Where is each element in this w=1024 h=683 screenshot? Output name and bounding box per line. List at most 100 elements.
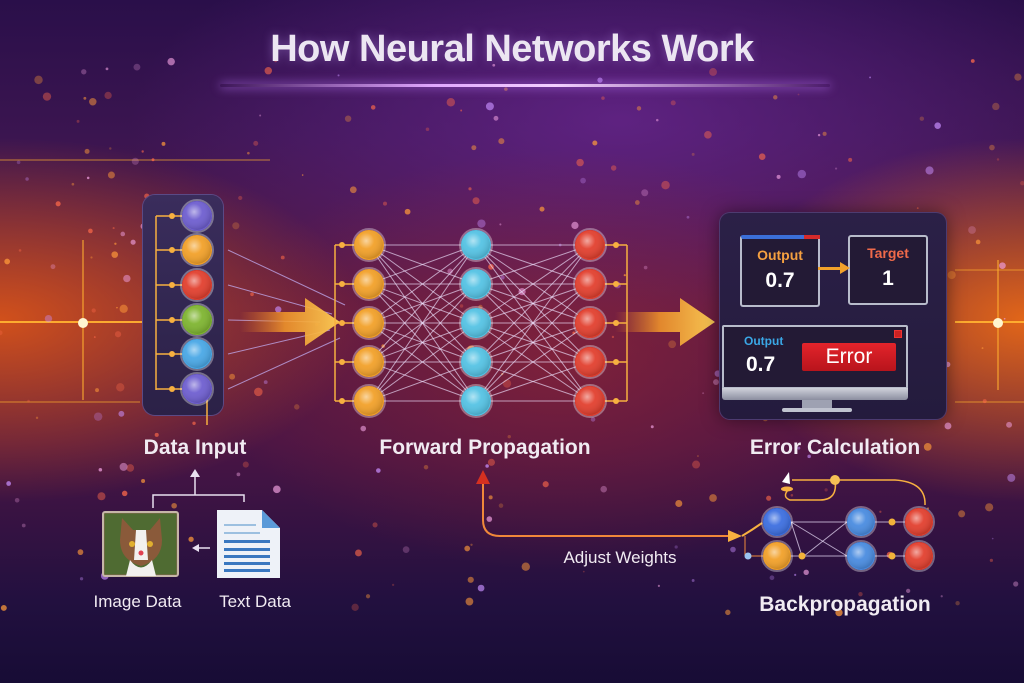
network-edge	[475, 244, 591, 363]
bokeh-dot	[521, 562, 530, 571]
bokeh-dot	[656, 118, 659, 122]
bokeh-dot	[71, 182, 75, 186]
bokeh-dot	[985, 503, 994, 512]
arrow-to-network	[240, 298, 340, 346]
bokeh-dot	[970, 59, 975, 63]
cat-blaze	[134, 530, 148, 560]
monitor-base	[722, 388, 908, 400]
light-flare	[993, 318, 1003, 328]
bokeh-dot	[650, 425, 654, 429]
input-node-red-ring	[180, 268, 214, 302]
network-node-input-ring	[352, 384, 386, 418]
network-node-input-ring	[352, 228, 386, 262]
bokeh-dot	[460, 109, 463, 112]
bokeh-dot	[238, 195, 243, 201]
input-node-blue-gloss	[183, 340, 211, 368]
network-node-output-gloss	[576, 387, 604, 415]
network-node-input-gloss	[355, 309, 383, 337]
bokeh-dot	[597, 77, 603, 83]
bokeh-dot	[280, 255, 285, 260]
network-edge	[368, 244, 477, 324]
network-edge	[475, 244, 591, 402]
bokeh-dot	[151, 158, 155, 162]
network-node-input-ring	[352, 267, 386, 301]
bokeh-dot	[824, 488, 828, 492]
bokeh-dot	[126, 464, 135, 472]
network-node-hidden-gloss	[462, 270, 490, 298]
bokeh-dot	[1006, 421, 1013, 428]
bokeh-dot	[93, 412, 103, 421]
network-out-dot	[613, 398, 619, 404]
bokeh-dot	[131, 157, 139, 165]
bokeh-dot	[996, 158, 1000, 161]
input-node-green-ring	[180, 303, 214, 337]
network-node-input-ring	[352, 345, 386, 379]
input-node-purple-ring	[180, 199, 214, 233]
bokeh-dot	[84, 148, 90, 154]
bokeh-dot	[807, 454, 811, 459]
light-flare	[78, 318, 88, 328]
bokeh-dot	[294, 404, 300, 410]
output-label: Output	[757, 247, 803, 263]
network-edge	[368, 244, 477, 285]
bokeh-dot	[6, 481, 12, 486]
bokeh-dot	[109, 147, 112, 150]
backprop-link	[741, 522, 763, 537]
bokeh-dot	[975, 239, 981, 245]
network-node-hidden-ring	[459, 267, 493, 301]
bokeh-dot	[766, 495, 772, 501]
bokeh-dot	[797, 93, 800, 96]
bokeh-dot	[477, 219, 486, 228]
bp-edge	[790, 521, 848, 557]
bokeh-dot	[107, 171, 115, 179]
compare-arrow-head	[840, 262, 850, 274]
network-node-output-ring	[573, 384, 607, 418]
bokeh-dot	[858, 591, 863, 597]
bokeh-dot	[465, 597, 474, 606]
output-value: 0.7	[765, 269, 795, 292]
network-in-dot	[339, 281, 345, 287]
network-edge	[475, 283, 591, 402]
target-box: Target 1	[848, 235, 928, 305]
bokeh-dot	[77, 549, 84, 556]
network-edge	[475, 244, 591, 324]
network-node-output-ring	[573, 345, 607, 379]
bokeh-dot	[869, 76, 871, 79]
input-node-purple-gloss	[183, 375, 211, 403]
bp-edge	[803, 521, 848, 557]
bokeh-dot	[4, 258, 11, 265]
bokeh-dot	[498, 138, 505, 145]
bokeh-dot	[923, 443, 932, 451]
compare-arrow	[818, 267, 842, 270]
bokeh-dot	[383, 201, 388, 206]
bokeh-dot	[372, 522, 378, 528]
bp-dot	[798, 552, 806, 560]
bokeh-dot	[539, 206, 545, 212]
bokeh-dot	[1013, 581, 1019, 587]
input-node-orange-ring	[180, 233, 214, 267]
bokeh-dot	[498, 503, 504, 508]
network-node-input-gloss	[355, 387, 383, 415]
bokeh-dot	[835, 167, 838, 170]
bokeh-dot	[709, 494, 717, 502]
bokeh-dot	[105, 67, 109, 71]
label-data-input: Data Input	[143, 436, 247, 459]
bokeh-dot	[611, 335, 615, 339]
backprop-node-ring	[903, 540, 935, 572]
network-out-dot	[613, 320, 619, 326]
bokeh-dot	[34, 75, 43, 85]
screen-box: Output 0.7 Error	[722, 325, 908, 389]
bokeh-dot	[344, 115, 352, 122]
bokeh-dot	[485, 464, 489, 468]
network-edge	[368, 322, 477, 402]
cat-nose	[138, 550, 144, 556]
bokeh-dot	[253, 140, 259, 146]
backprop-node-ring	[903, 506, 935, 538]
bokeh-dot	[582, 570, 585, 573]
output-box-red-tab	[804, 235, 820, 239]
bokeh-dot	[600, 485, 607, 493]
bokeh-dot	[822, 131, 827, 136]
input-node-purple-gloss	[183, 202, 211, 230]
bokeh-dot	[402, 546, 410, 553]
